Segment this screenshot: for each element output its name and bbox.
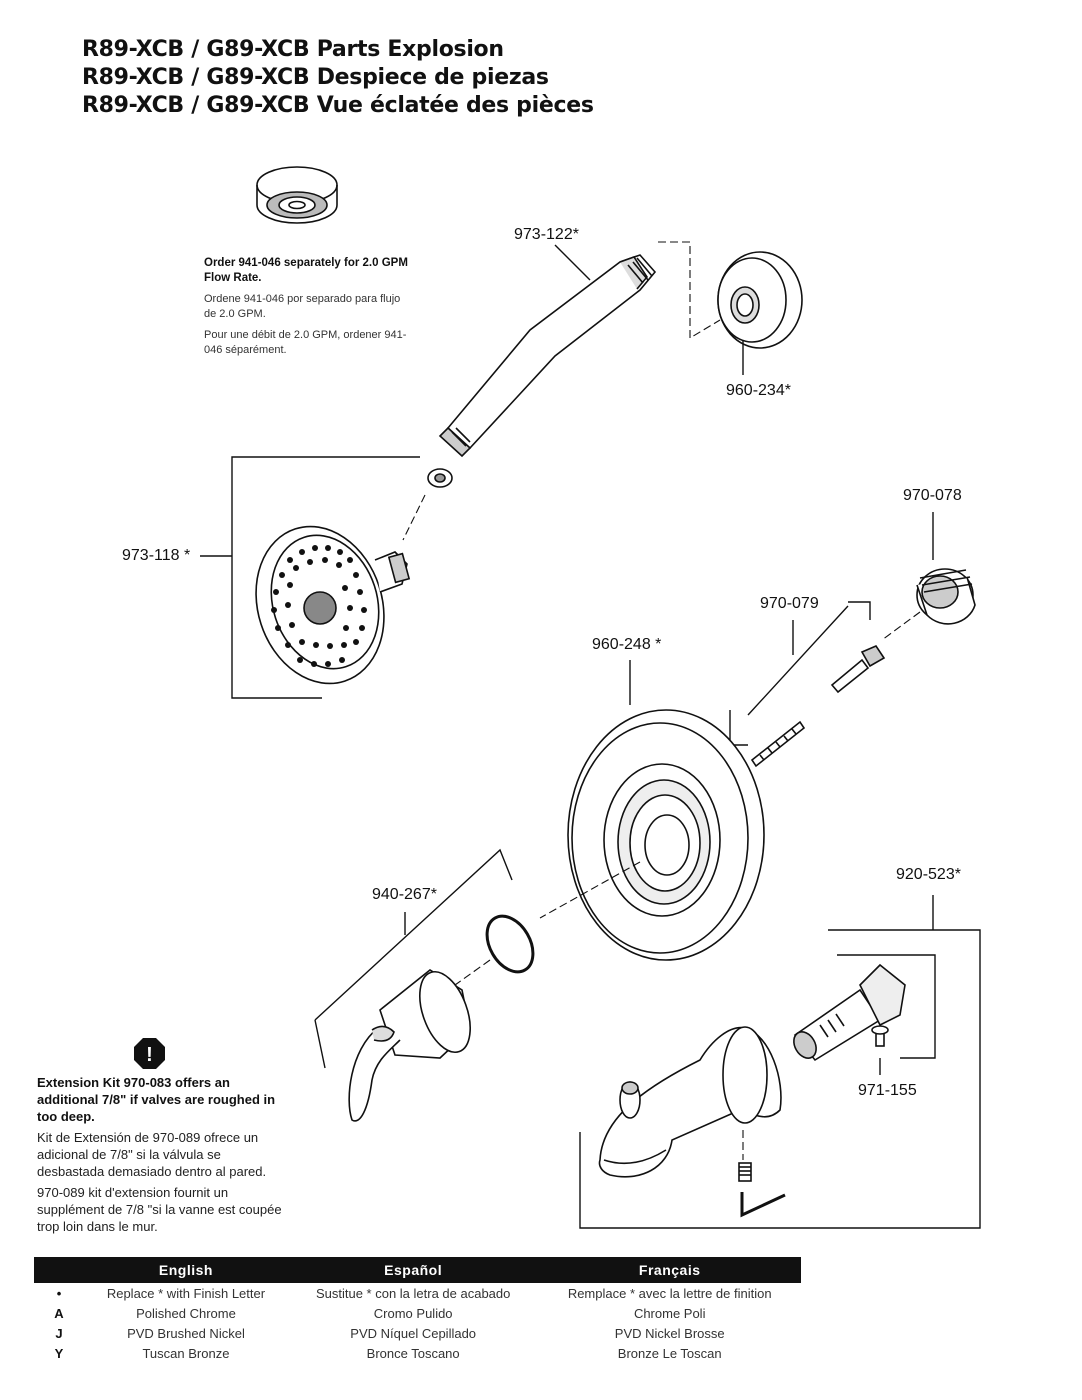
screw-illustration xyxy=(750,645,886,768)
washer-dashline xyxy=(402,494,426,541)
part-label-flange: 960-234* xyxy=(726,382,791,399)
handle-illustration xyxy=(348,969,471,1122)
spout-bracket xyxy=(579,929,981,1229)
showerhead-bracket xyxy=(231,456,420,699)
part-label-setscrew: 971-155 xyxy=(858,1082,917,1099)
spout-adapter-illustration xyxy=(793,963,906,1062)
part-label-handle: 940-267* xyxy=(372,886,437,903)
extension-note-french: 970-089 kit d'extension fournit un suppl… xyxy=(37,1185,282,1234)
legend-spanish: PVD Níquel Cepillado xyxy=(350,1325,477,1341)
legend-key: J xyxy=(55,1325,63,1341)
set-screw-illustration xyxy=(738,1162,752,1182)
title-english: R89-XCB / G89-XCB Parts Explosion xyxy=(82,37,504,62)
handle-bracket-top xyxy=(314,848,513,1021)
legend-english: PVD Brushed Nickel xyxy=(127,1325,245,1341)
legend-spanish: Sustitue * con la letra de acabado xyxy=(315,1285,511,1301)
title-french: R89-XCB / G89-XCB Vue éclatée des pièces xyxy=(82,93,594,118)
spray-holes xyxy=(271,545,367,667)
extension-note-spanish: Kit de Extensión de 970-089 ofrece un ad… xyxy=(37,1130,267,1179)
hex-key-illustration xyxy=(740,1192,786,1218)
legend-key: • xyxy=(56,1285,62,1301)
part-label-showerhead: 973-118 * xyxy=(122,547,191,564)
legend-english: Tuscan Bronze xyxy=(142,1345,230,1361)
adapter-dashline xyxy=(881,611,921,641)
part-label-adapter: 970-078 xyxy=(903,487,962,504)
flow-note-french: Pour une débit de 2.0 GPM, ordener 941-0… xyxy=(204,329,407,356)
legend-row: Y Tuscan Bronze Bronce Toscano Bronze Le… xyxy=(34,1343,801,1363)
washer-illustration xyxy=(427,468,453,488)
screw-bracket-top xyxy=(848,601,871,620)
legend-row: A Polished Chrome Cromo Pulido Chrome Po… xyxy=(34,1303,801,1323)
legend-spanish: Bronce Toscano xyxy=(366,1345,460,1361)
spout-illustration xyxy=(598,1026,782,1178)
part-label-spout: 920-523* xyxy=(896,866,961,883)
legend-header-spanish: Español xyxy=(287,1257,539,1283)
showerhead-illustration xyxy=(255,525,411,685)
legend-key: A xyxy=(54,1305,64,1321)
legend-french: Remplace * avec la lettre de finition xyxy=(567,1285,772,1301)
leader-973-122 xyxy=(554,244,591,281)
escutcheon-dashline xyxy=(539,861,641,919)
flow-note-english: Order 941-046 separately for 2.0 GPM Flo… xyxy=(204,257,408,284)
aerator-illustration xyxy=(256,166,338,224)
flow-note-spanish: Ordene 941-046 por separado para flujo d… xyxy=(204,293,401,320)
legend-key: Y xyxy=(54,1345,64,1361)
legend-header-english: English xyxy=(84,1257,288,1283)
legend-french: Chrome Poli xyxy=(633,1305,706,1321)
legend-row: • Replace * with Finish Letter Sustitue … xyxy=(34,1283,801,1303)
legend-header-blank xyxy=(34,1257,84,1283)
title-spanish: R89-XCB / G89-XCB Despiece de piezas xyxy=(82,65,549,90)
legend-english: Replace * with Finish Letter xyxy=(106,1285,266,1301)
part-label-arm: 973-122* xyxy=(514,226,579,243)
svg-text:!: ! xyxy=(146,1044,153,1066)
o-ring-illustration xyxy=(485,914,535,974)
screw-bracket-bottom xyxy=(729,710,748,746)
oring-dashline xyxy=(454,959,491,986)
part-label-screw: 970-079 xyxy=(760,595,819,612)
flow-rate-note: Order 941-046 separately for 2.0 GPM Flo… xyxy=(204,256,414,364)
title-block: R89-XCB / G89-XCB Parts Explosion R89-XC… xyxy=(82,36,594,120)
finish-legend-table: English Español Français • Replace * wit… xyxy=(34,1257,801,1363)
screw-bracket-diagonal xyxy=(747,605,849,716)
flange-illustration xyxy=(717,251,803,349)
legend-row: J PVD Brushed Nickel PVD Níquel Cepillad… xyxy=(34,1323,801,1343)
legend-english: Polished Chrome xyxy=(136,1305,236,1321)
extension-kit-note: Extension Kit 970-083 offers an addition… xyxy=(37,1074,287,1239)
adapter-illustration xyxy=(916,568,976,625)
part-label-escutcheon: 960-248 * xyxy=(592,636,662,653)
warning-octagon-icon: ! xyxy=(134,1038,165,1069)
extension-note-english: Extension Kit 970-083 offers an addition… xyxy=(37,1075,276,1124)
handle-bracket-left xyxy=(314,1019,326,1069)
arm-flange-dashline xyxy=(658,241,721,339)
legend-french: PVD Nickel Brosse xyxy=(614,1325,725,1341)
legend-spanish: Cromo Pulido xyxy=(373,1305,453,1321)
legend-header-row: English Español Français xyxy=(34,1257,801,1283)
shower-arm-illustration xyxy=(438,254,657,458)
legend-french: Bronze Le Toscan xyxy=(617,1345,722,1361)
escutcheon-illustration xyxy=(567,709,765,961)
adapter-bracket xyxy=(837,954,936,1059)
legend-header-french: Français xyxy=(538,1257,801,1283)
